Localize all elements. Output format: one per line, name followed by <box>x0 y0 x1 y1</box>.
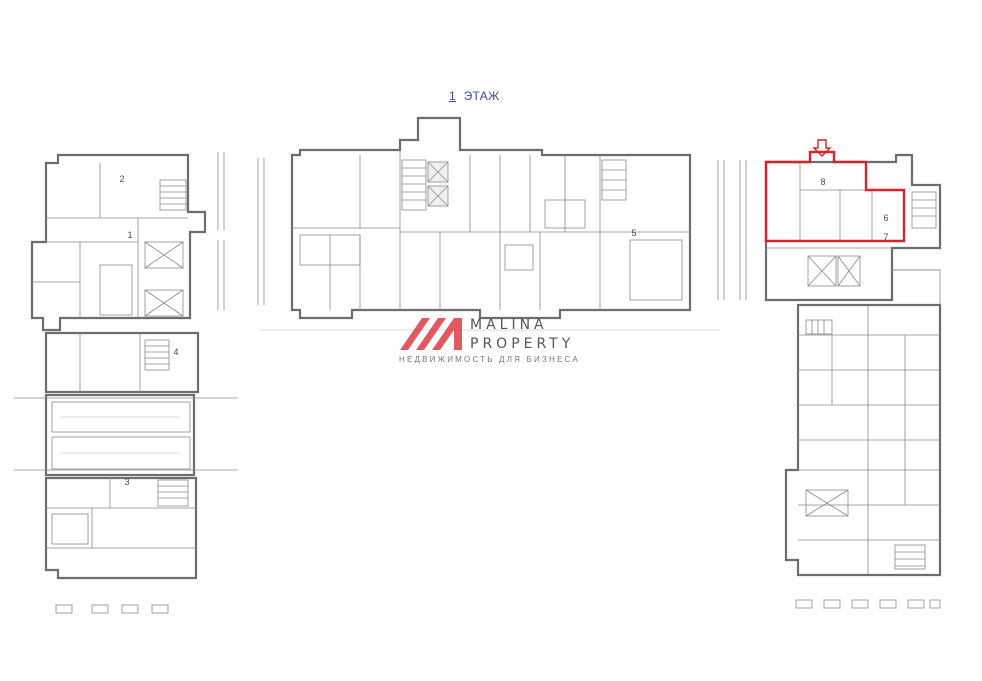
brand-tagline: НЕДВИЖИМОСТЬ ДЛЯ БИЗНЕСА <box>399 355 580 364</box>
left-building <box>14 153 238 580</box>
scale-bars <box>55 599 941 614</box>
brand-line-1: MALINA <box>470 317 548 333</box>
room-number: 4 <box>173 347 178 357</box>
malina-logo-icon <box>400 318 462 350</box>
room-number: 5 <box>631 228 636 238</box>
middle-building <box>217 116 747 331</box>
brand-line-2: PROPERTY <box>470 336 575 352</box>
right-building <box>764 139 942 577</box>
room-number: 6 <box>883 213 888 223</box>
room-number: 7 <box>883 232 888 242</box>
unit-arrow-marker <box>812 139 832 157</box>
room-number: 2 <box>119 174 124 184</box>
floor-title: 1 ЭТАЖ <box>441 89 499 103</box>
highlighted-unit-outline <box>764 150 906 243</box>
floor-number: 1 <box>449 89 456 103</box>
room-number: 3 <box>124 477 129 487</box>
room-number: 8 <box>820 177 825 187</box>
room-number: 1 <box>127 230 132 240</box>
floor-word: ЭТАЖ <box>463 89 500 103</box>
